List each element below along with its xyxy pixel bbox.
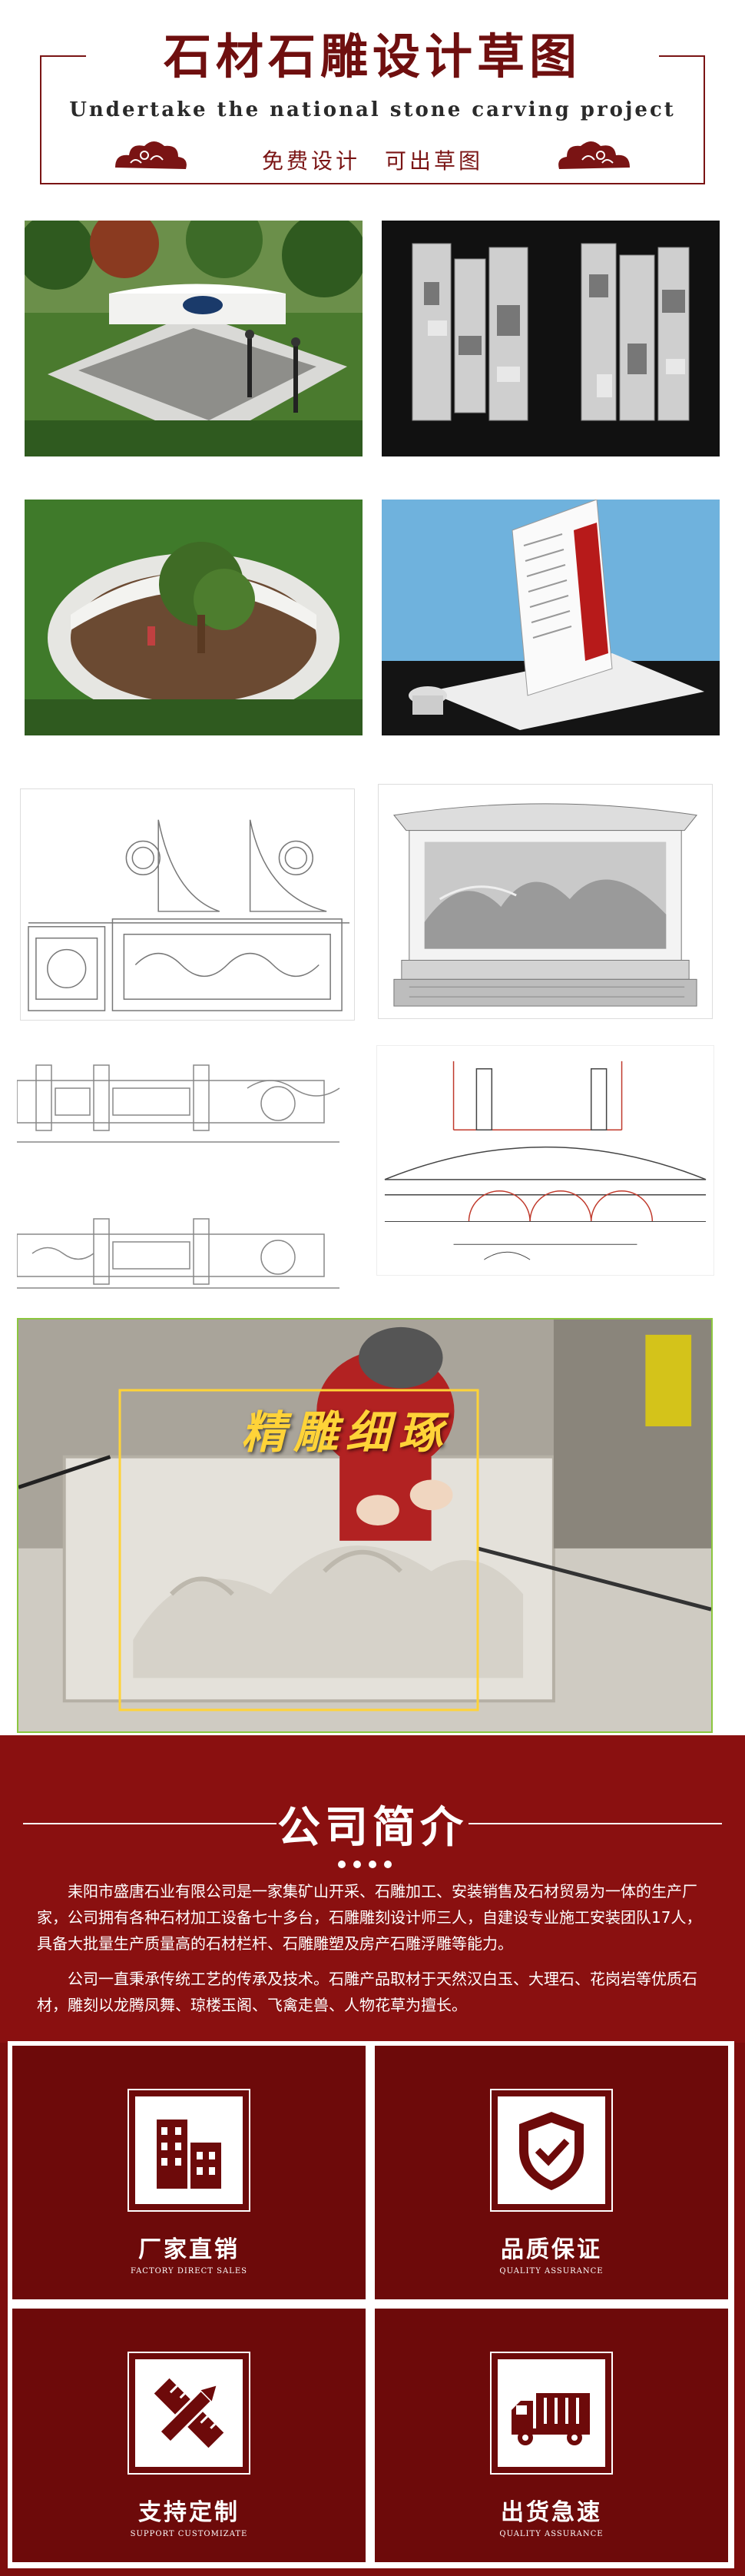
carving-caption: 精雕细琢 [241, 1406, 451, 1459]
page-title: 石材石雕设计草图 [163, 28, 581, 85]
subtitle-chinese: 免费设计 可出草图 [261, 148, 483, 174]
railing-elevation-drawing-image [17, 1034, 355, 1296]
feature-title: 厂家直销 [138, 2236, 240, 2263]
feature-icon-frame [490, 2089, 613, 2212]
feature-icon-frame [127, 2352, 250, 2475]
circular-garden-wall-render-image [25, 500, 363, 735]
auspicious-cloud-icon [115, 141, 187, 169]
header: 石材石雕设计草图 Undertake the national stone ca… [0, 0, 745, 204]
intro-divider-right [469, 1823, 722, 1824]
feature-subtitle: QUALITY ASSURANCE [499, 2267, 604, 2276]
intro-background [0, 1735, 745, 2043]
feature-subtitle: QUALITY ASSURANCE [499, 2530, 604, 2538]
feature-icon-box [498, 2359, 605, 2467]
header-frame [40, 55, 705, 184]
delivery-truck-icon [512, 2393, 590, 2445]
feature-title: 出货急速 [501, 2499, 602, 2526]
subtitle-english: Undertake the national stone carving pro… [69, 98, 676, 121]
feature-icon-box [498, 2096, 605, 2204]
stone-carving-photo: 精雕细琢 [17, 1318, 713, 1733]
caption-frame [118, 1389, 479, 1711]
intro-dots [334, 1857, 411, 1868]
feature-factory-direct: 厂家直销 FACTORY DIRECT SALES [12, 2046, 366, 2299]
title-box: 石材石雕设计草图 [91, 23, 654, 91]
pencil-ruler-icon [154, 2378, 224, 2448]
feature-icon-box [135, 2096, 243, 2204]
feature-customization: 支持定制 SUPPORT CUSTOMIZATE [12, 2309, 366, 2562]
feature-fast-delivery: 出货急速 QUALITY ASSURANCE [375, 2309, 728, 2562]
intro-paragraph-2: 公司一直秉承传统工艺的传承及技术。石雕产品取材于天然汉白玉、大理石、花岗岩等优质… [37, 1970, 697, 2014]
factory-building-icon [157, 2120, 221, 2189]
feature-subtitle: FACTORY DIRECT SALES [131, 2267, 247, 2276]
shield-check-icon [519, 2112, 584, 2190]
intro-divider-left [23, 1823, 276, 1824]
screen-wall-drawing-image [378, 784, 713, 1019]
features-grid: 厂家直销 FACTORY DIRECT SALES 品质保证 QUALITY A… [8, 2041, 734, 2568]
intro-title: 公司简介 [277, 1802, 468, 1853]
stele-monument-render-image [382, 500, 720, 735]
auspicious-cloud-icon [558, 141, 630, 169]
cemetery-render-image [25, 221, 363, 456]
intro-paragraph-1: 耒阳市盛唐石业有限公司是一家集矿山开采、石雕加工、安装销售及石材贸易为一体的生产… [37, 1882, 702, 1953]
balustrade-drawing-image [20, 788, 355, 1021]
feature-subtitle: SUPPORT CUSTOMIZATE [130, 2530, 248, 2538]
feature-title: 品质保证 [501, 2236, 602, 2263]
feature-icon-frame [490, 2352, 613, 2475]
feature-title: 支持定制 [138, 2499, 240, 2526]
feature-icon-box [135, 2359, 243, 2467]
feature-icon-frame [127, 2089, 250, 2212]
feature-quality-assurance: 品质保证 QUALITY ASSURANCE [375, 2046, 728, 2299]
bridge-elevation-drawing-image [376, 1045, 714, 1276]
column-sculpture-render-image [382, 221, 720, 456]
